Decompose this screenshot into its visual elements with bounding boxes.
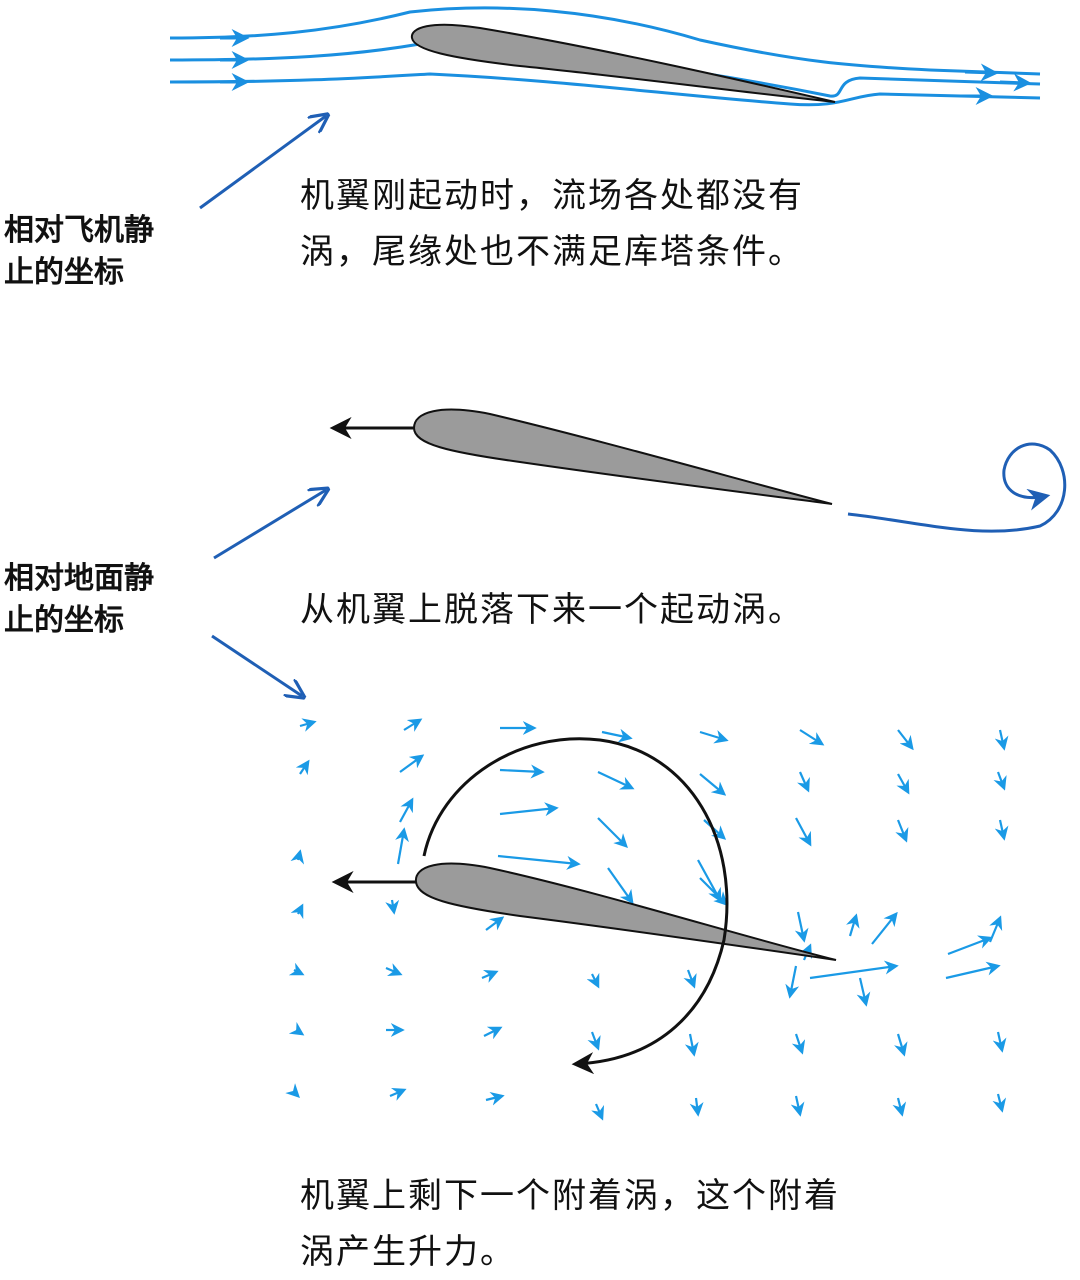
velocity-vector xyxy=(587,1031,601,1051)
caption-bound: 机翼上剩下一个附着涡，这个附着 涡产生升力。 xyxy=(300,1176,840,1272)
velocity-vector xyxy=(809,960,899,980)
velocity-vector xyxy=(288,962,305,976)
airfoil-shape xyxy=(412,408,833,505)
velocity-vector xyxy=(994,819,1009,841)
velocity-vector xyxy=(399,797,414,823)
velocity-vector xyxy=(591,1103,605,1121)
velocity-vector xyxy=(485,1091,505,1106)
velocity-vector xyxy=(497,854,581,870)
velocity-vector xyxy=(892,1097,907,1117)
velocity-vector xyxy=(385,963,403,977)
velocity-vector xyxy=(586,972,600,989)
velocity-vector xyxy=(299,718,317,732)
velocity-vector xyxy=(607,867,634,905)
velocity-vector xyxy=(993,771,1007,791)
velocity-vector xyxy=(483,1026,503,1040)
velocity-vector xyxy=(601,728,633,743)
body-frame-label: 相对飞机静 止的坐标 xyxy=(4,213,154,290)
velocity-vector xyxy=(597,817,628,848)
velocity-vector xyxy=(481,969,499,983)
velocity-vector xyxy=(799,729,825,746)
velocity-field xyxy=(285,718,1009,1121)
streamline-bottom xyxy=(169,72,1041,107)
velocity-vector xyxy=(988,915,1003,943)
airfoil-shape xyxy=(410,23,836,103)
velocity-vector xyxy=(285,1083,300,1098)
streamlines-panel xyxy=(169,6,1041,107)
stream-arrow xyxy=(964,63,999,82)
velocity-vector xyxy=(689,1097,704,1117)
velocity-vector xyxy=(846,913,860,937)
velocity-vector xyxy=(992,1093,1007,1113)
caption-shed: 从机翼上脱落下来一个起动涡。 xyxy=(300,590,804,630)
velocity-vector xyxy=(684,1033,699,1057)
velocity-vector xyxy=(895,819,909,843)
body-frame-arrow xyxy=(199,116,326,210)
velocity-vector xyxy=(699,773,727,796)
velocity-vector xyxy=(897,729,914,751)
velocity-vector xyxy=(290,849,305,865)
velocity-vector xyxy=(947,935,993,956)
velocity-vector xyxy=(295,759,310,776)
velocity-vector xyxy=(797,771,810,793)
velocity-vector xyxy=(945,961,1001,980)
velocity-vector xyxy=(683,969,697,989)
velocity-vector xyxy=(785,965,800,999)
ground-frame-label: 相对地面静 止的坐标 xyxy=(4,561,154,638)
stream-arrow xyxy=(999,73,1032,92)
streamline-top xyxy=(169,6,1041,76)
starting-vortex-panel xyxy=(329,408,1067,533)
spiral-icon xyxy=(847,442,1067,533)
velocity-vector xyxy=(290,903,304,920)
velocity-vector xyxy=(499,764,545,779)
velocity-vector xyxy=(389,1087,407,1101)
velocity-vector xyxy=(399,754,425,773)
velocity-vector xyxy=(288,1021,305,1036)
velocity-vector xyxy=(894,1033,908,1057)
velocity-vector xyxy=(795,817,812,847)
velocity-vector xyxy=(856,977,871,1007)
velocity-vector xyxy=(896,773,910,795)
velocity-vector xyxy=(699,877,728,906)
velocity-vector xyxy=(403,718,423,732)
velocity-vector xyxy=(790,1095,805,1117)
airfoil-shape xyxy=(414,862,837,961)
velocity-vector xyxy=(871,911,898,945)
bound-vortex-panel xyxy=(331,737,837,1075)
velocity-vector xyxy=(699,730,729,744)
circular-arrow-icon xyxy=(422,737,729,1075)
velocity-vector xyxy=(794,911,809,943)
ground-frame-arrow xyxy=(213,490,326,560)
velocity-vector xyxy=(385,899,400,915)
velocity-vector xyxy=(485,916,505,931)
velocity-vector xyxy=(597,771,635,790)
caption-start: 机翼刚起动时，流场各处都没有 涡，尾缘处也不满足库塔条件。 xyxy=(300,176,804,272)
velocity-vector xyxy=(499,802,559,817)
velocity-vector xyxy=(791,1033,806,1055)
ground-frame-arrow xyxy=(211,634,302,696)
velocity-vector xyxy=(992,1031,1007,1053)
velocity-vector xyxy=(994,729,1009,751)
velocity-vector xyxy=(395,827,409,865)
